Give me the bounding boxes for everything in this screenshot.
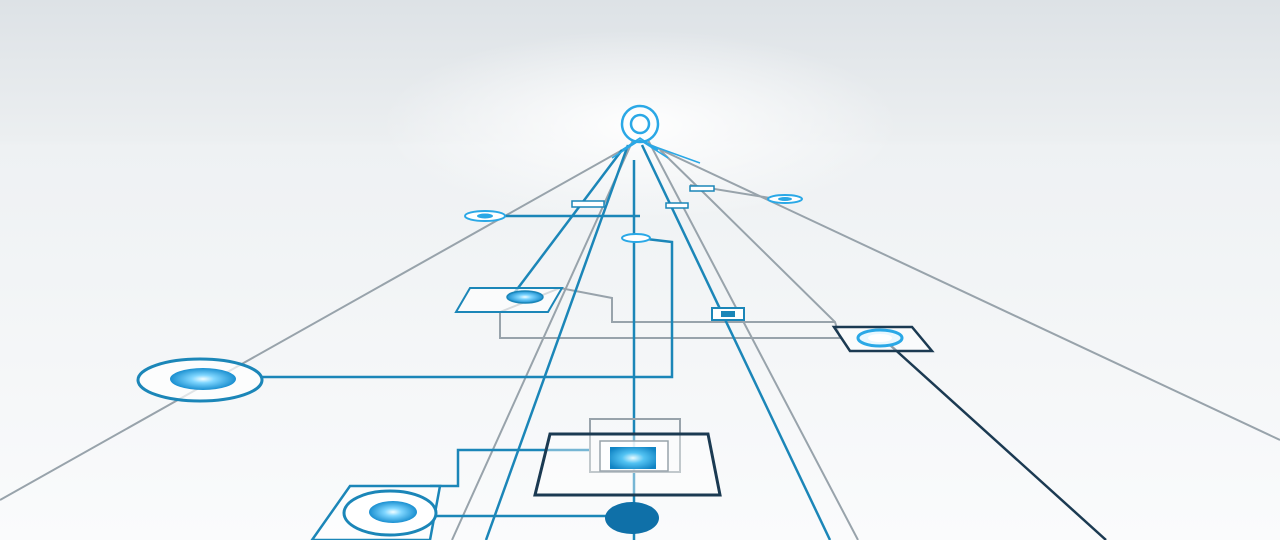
trace-blue-left [484,144,630,540]
trace-dark-right [889,344,1107,540]
trace-blue-bottom-left [430,448,590,488]
trace-left-far [0,139,641,501]
trace-blue-right [640,144,832,540]
circuit-node-icon [621,233,651,243]
chip-square-icon [665,202,689,209]
gray-traces [0,139,1280,540]
circuit-node-icon [170,368,236,390]
circuit-node-icon [369,501,417,523]
circuit-node-icon [605,502,659,534]
far-nodes [464,185,803,243]
chip-square-icon [610,447,656,469]
center-chip [533,418,722,497]
trace-blue-mid-left [511,149,623,297]
blue-traces [262,144,832,540]
chip-square-icon [571,200,605,208]
trace-blue-lefthub [262,236,674,379]
bottom-center-node [605,502,659,534]
bottom-left-hub [310,484,442,540]
right-hub [831,325,935,353]
chip-square-icon [689,185,715,192]
target-ring-icon [611,104,701,164]
left-hub [136,357,264,403]
mid-left-chip [454,287,564,313]
trace-right-far [639,139,1280,441]
circuit-node-icon [506,290,544,304]
mid-right-chip [711,307,745,321]
trace-right-mid [499,149,842,339]
